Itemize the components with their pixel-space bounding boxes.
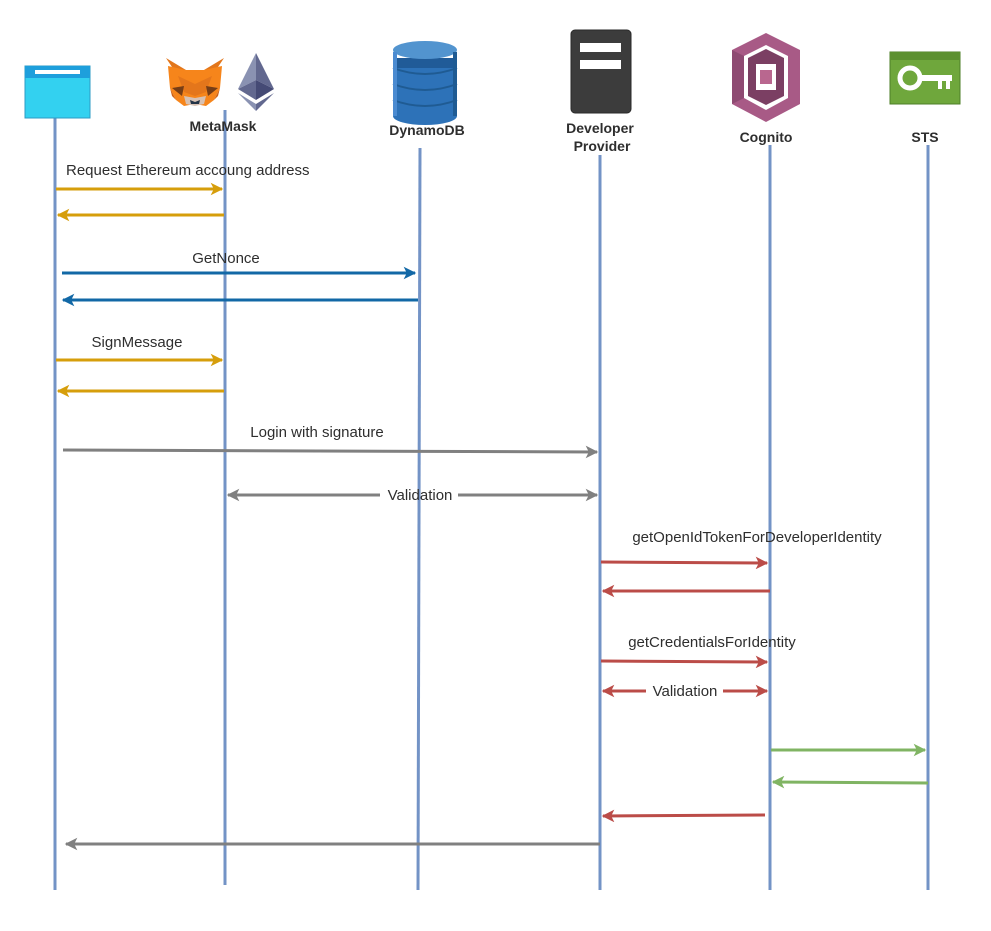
dynamodb-label: DynamoDB	[389, 122, 464, 138]
label-login: Login with signature	[250, 424, 383, 441]
arrow-get-credentials	[600, 655, 769, 669]
label-get-credentials: getCredentialsForIdentity	[628, 634, 796, 651]
metamask-label: MetaMask	[190, 118, 257, 134]
sts-label: STS	[911, 129, 938, 145]
cognito-icon	[732, 33, 800, 122]
developer-provider-label-line2: Provider	[574, 138, 631, 154]
key-icon	[889, 51, 961, 105]
browser-window-icon	[24, 65, 91, 119]
lifelines	[53, 110, 930, 891]
cognito-label: Cognito	[740, 129, 793, 145]
label-validation-provider: Validation	[388, 487, 453, 504]
ethereum-icon	[238, 53, 274, 111]
label-sign-message: SignMessage	[92, 334, 183, 351]
messages	[56, 182, 929, 851]
label-request-address: Request Ethereum accoung address	[66, 162, 309, 179]
arrow-sts-response	[771, 775, 929, 789]
label-validation-cognito: Validation	[653, 683, 718, 700]
metamask-fox-icon	[166, 58, 224, 106]
server-icon	[570, 29, 632, 114]
label-get-open-id-token: getOpenIdTokenForDeveloperIdentity	[632, 529, 882, 546]
message-labels: Request Ethereum accoung address GetNonc…	[66, 162, 882, 700]
arrow-login	[62, 445, 599, 459]
label-get-nonce: GetNonce	[192, 250, 260, 267]
developer-provider-label-line1: Developer	[566, 120, 634, 136]
lifeline-dynamodb	[416, 147, 422, 891]
arrow-get-open-id-token	[600, 556, 769, 570]
dynamodb-icon	[392, 41, 458, 125]
arrow-credentials-to-provider	[601, 809, 766, 823]
